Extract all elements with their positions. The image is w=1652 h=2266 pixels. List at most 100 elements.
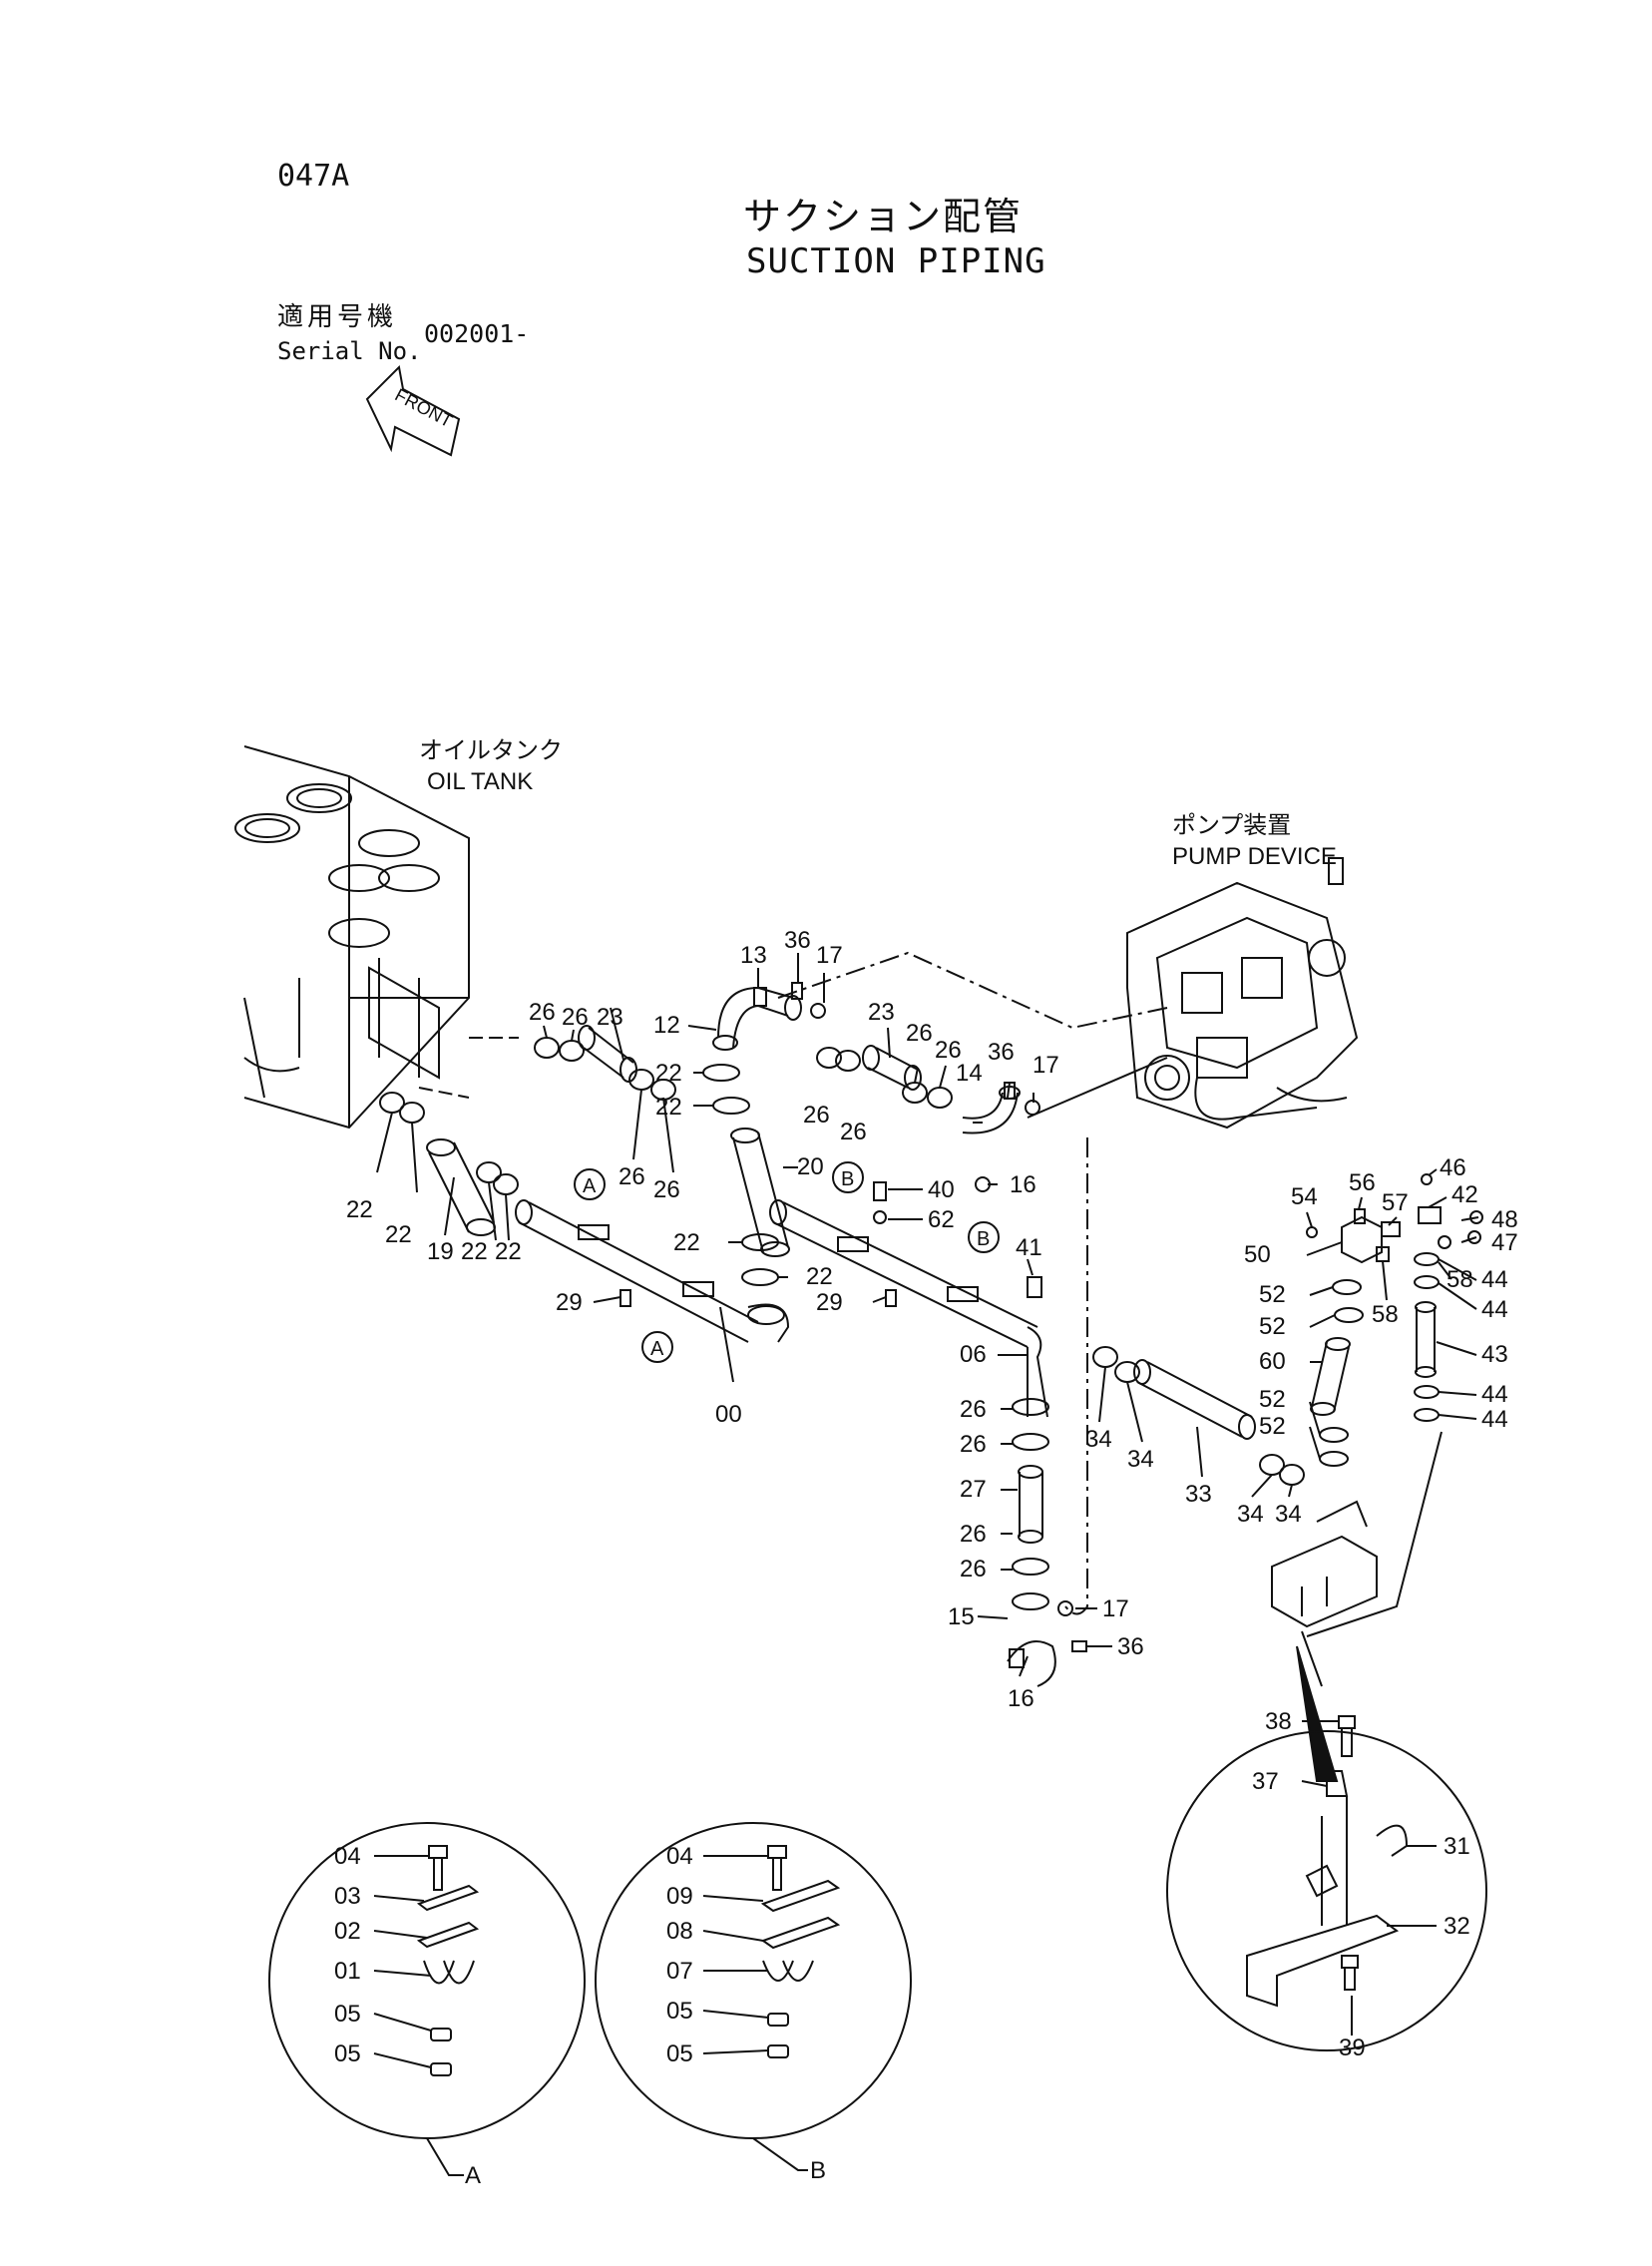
detail-a-drawing: [268, 1822, 586, 2176]
title-japanese: サクション配管: [743, 195, 1024, 238]
pump-device-label-jp: ポンプ装置: [1172, 811, 1292, 839]
serial-label-english: Serial No.: [277, 337, 422, 365]
callout-20: 20: [797, 1153, 824, 1180]
detail-a-part: 03: [334, 1883, 361, 1910]
callout-34: 34: [1275, 1501, 1302, 1528]
detail-a-part: 05: [334, 2001, 361, 2028]
callout-57: 57: [1382, 1189, 1409, 1216]
callout-23: 23: [597, 1004, 623, 1031]
callout-17: 17: [816, 942, 843, 969]
oil-tank-drawing: [234, 745, 470, 1130]
callout-44: 44: [1481, 1296, 1508, 1323]
bolt-icons: [620, 982, 1483, 1668]
marker-b-label: B: [841, 1168, 854, 1190]
callout-26: 26: [960, 1556, 987, 1583]
callout-42: 42: [1451, 1181, 1478, 1208]
callout-17: 17: [1102, 1595, 1129, 1622]
callout-48: 48: [1491, 1206, 1518, 1233]
page-code: 047A: [277, 159, 350, 194]
callout-60: 60: [1259, 1348, 1286, 1375]
callout-26: 26: [960, 1521, 987, 1548]
callout-34: 34: [1237, 1501, 1264, 1528]
callout-36: 36: [784, 927, 811, 954]
detail-b-part: 05: [666, 1998, 693, 2025]
callout-52: 52: [1259, 1386, 1286, 1413]
callout-26: 26: [562, 1004, 589, 1031]
callout-62: 62: [928, 1206, 955, 1233]
detail-b-part: 04: [666, 1843, 693, 1870]
callout-43: 43: [1481, 1341, 1508, 1368]
detail-a-part: 02: [334, 1918, 361, 1945]
callout-16: 16: [1010, 1171, 1036, 1198]
marker-a-circle: [641, 1331, 673, 1363]
callout-26: 26: [960, 1431, 987, 1458]
callout-22: 22: [655, 1094, 682, 1121]
oil-tank-label-en: OIL TANK: [427, 768, 534, 795]
callout-22: 22: [346, 1196, 373, 1223]
callout-29: 29: [556, 1289, 583, 1316]
detail-c-drawing: [1166, 1715, 1487, 2051]
detail-b-labels: 04 09 08 07 05 05 B: [666, 1843, 826, 2184]
marker-a-circle: [574, 1168, 606, 1200]
serial-label-japanese: 適用号機: [277, 302, 398, 332]
callout-52: 52: [1259, 1413, 1286, 1440]
callout-13: 13: [740, 942, 767, 969]
marker-b-circle: [968, 1221, 1000, 1253]
detail-a-part: 05: [334, 2040, 361, 2067]
marker-b-circle: [832, 1161, 864, 1193]
callout-labels: 13 36 17 12 26 26 23 22 22 26 26 22 22 1…: [346, 927, 1518, 2061]
callout-22: 22: [461, 1238, 488, 1265]
detail-b-title: B: [810, 2157, 826, 2184]
pump-device-label-en: PUMP DEVICE: [1172, 843, 1337, 870]
callout-54: 54: [1291, 1183, 1318, 1210]
callout-23: 23: [868, 999, 895, 1026]
callout-26: 26: [960, 1396, 987, 1423]
detail-b-part: 09: [666, 1883, 693, 1910]
detail-a-part: 04: [334, 1843, 361, 1870]
callout-50: 50: [1244, 1241, 1271, 1268]
callout-44: 44: [1481, 1381, 1508, 1408]
callout-22: 22: [495, 1238, 522, 1265]
callout-26: 26: [803, 1102, 830, 1129]
detail-a-title: A: [465, 2162, 481, 2189]
callout-00: 00: [715, 1401, 742, 1428]
callout-36: 36: [988, 1039, 1015, 1066]
callout-44: 44: [1481, 1266, 1508, 1293]
callout-34: 34: [1127, 1446, 1154, 1473]
callout-39: 39: [1339, 2035, 1366, 2061]
callout-58: 58: [1446, 1266, 1473, 1293]
callout-26: 26: [935, 1037, 962, 1064]
callout-58: 58: [1372, 1301, 1399, 1328]
callout-52: 52: [1259, 1313, 1286, 1340]
title-english: SUCTION PIPING: [746, 241, 1046, 281]
callout-17: 17: [1032, 1052, 1059, 1079]
callout-40: 40: [928, 1176, 955, 1203]
callout-15: 15: [948, 1603, 975, 1630]
callout-06: 06: [960, 1341, 987, 1368]
callout-19: 19: [427, 1238, 454, 1265]
detail-a-part: 01: [334, 1958, 361, 1985]
callout-41: 41: [1016, 1234, 1042, 1261]
callout-22: 22: [655, 1060, 682, 1087]
callout-31: 31: [1444, 1833, 1470, 1860]
marker-a-label: A: [650, 1338, 664, 1360]
callout-26: 26: [906, 1020, 933, 1047]
serial-number-value: 002001-: [424, 319, 530, 348]
callout-26: 26: [529, 999, 556, 1026]
callout-52: 52: [1259, 1281, 1286, 1308]
callout-37: 37: [1252, 1768, 1279, 1795]
detail-a-labels: 04 03 02 01 05 05 A: [334, 1843, 481, 2189]
callout-22: 22: [673, 1229, 700, 1256]
detail-b-part: 05: [666, 2040, 693, 2067]
callout-26: 26: [653, 1176, 680, 1203]
callout-32: 32: [1444, 1913, 1470, 1940]
callout-34: 34: [1085, 1426, 1112, 1453]
callout-22: 22: [806, 1263, 833, 1290]
callout-47: 47: [1491, 1229, 1518, 1256]
callout-44: 44: [1481, 1406, 1508, 1433]
callout-26: 26: [840, 1119, 867, 1145]
pump-device-drawing: [1126, 857, 1359, 1130]
callout-33: 33: [1185, 1481, 1212, 1508]
